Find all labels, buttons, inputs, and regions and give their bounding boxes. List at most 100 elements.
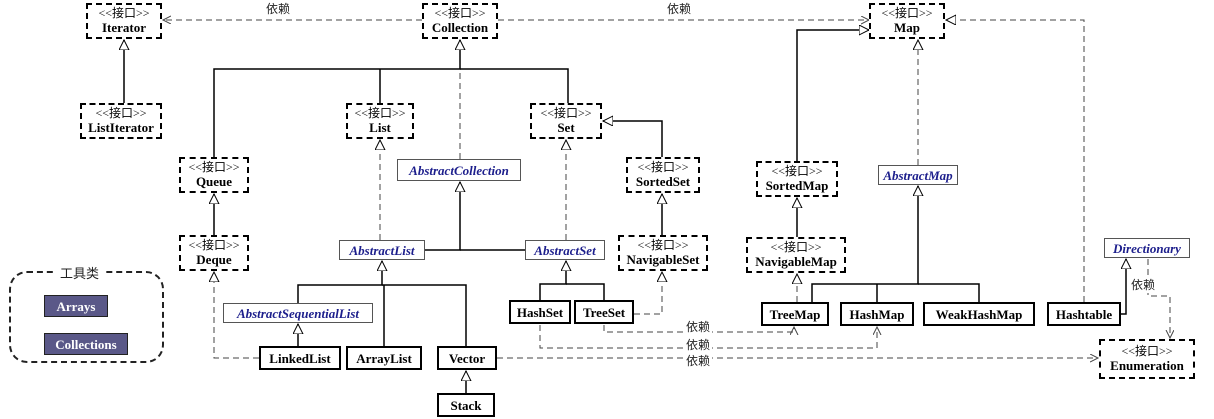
abstract-map-name: AbstractMap: [883, 167, 953, 183]
linked-list-name: LinkedList: [269, 350, 331, 366]
directionary-name: Directionary: [1113, 240, 1181, 256]
navigable-map-stereotype: <<接口>>: [770, 240, 822, 254]
abstract-map-node[interactable]: AbstractMap: [878, 165, 958, 185]
hashtable-to-directionary: [1121, 259, 1126, 315]
linkedlist-implements-deque: [214, 272, 259, 359]
stack-name: Stack: [450, 397, 482, 413]
navigable-map-name: NavigableMap: [755, 254, 837, 269]
hashtable-name: Hashtable: [1055, 306, 1113, 322]
weak-hash-map-node[interactable]: WeakHashMap: [923, 302, 1035, 326]
collections-button[interactable]: Collections: [44, 333, 128, 355]
array-list-node[interactable]: ArrayList: [346, 346, 422, 370]
navigable-set-node[interactable]: <<接口>> NavigableSet: [618, 235, 708, 271]
treemap-to-abstractmap: [811, 186, 918, 302]
vector-to-abstractlist: [382, 284, 467, 346]
arrays-label: Arrays: [56, 298, 96, 314]
queue-name: Queue: [195, 174, 233, 189]
abstract-collection-name: AbstractCollection: [409, 162, 509, 178]
directionary-node[interactable]: Directionary: [1104, 238, 1190, 258]
queue-to-collection: [213, 40, 460, 157]
sorted-map-stereotype: <<接口>>: [771, 164, 823, 178]
list-iterator-stereotype: <<接口>>: [95, 106, 147, 120]
sorted-map-node[interactable]: <<接口>> SortedMap: [756, 161, 838, 197]
enumeration-name: Enumeration: [1110, 358, 1184, 373]
dep-label-hashset: 依赖: [684, 336, 713, 353]
linked-list-node[interactable]: LinkedList: [259, 346, 341, 370]
list-name: List: [369, 120, 391, 135]
list-stereotype: <<接口>>: [354, 106, 406, 120]
dep-label-iterator: 依赖: [264, 0, 293, 17]
abstractlist-to-abstractcollection: [425, 182, 460, 251]
stack-node[interactable]: Stack: [437, 393, 495, 417]
collection-node[interactable]: <<接口>> Collection: [422, 3, 498, 39]
abstract-collection-node[interactable]: AbstractCollection: [397, 159, 521, 181]
tree-map-name: TreeMap: [769, 306, 821, 322]
abstractsequentiallist-to-abstractlist: [297, 261, 382, 303]
tools-group-title: 工具类: [54, 263, 106, 282]
set-to-collection: [460, 68, 569, 103]
hash-set-name: HashSet: [516, 304, 564, 320]
abstract-list-name: AbstractList: [349, 242, 415, 258]
hash-set-node[interactable]: HashSet: [509, 300, 571, 324]
dep-label-map: 依赖: [665, 0, 694, 17]
array-list-name: ArrayList: [356, 350, 412, 366]
dep-label-vector: 依赖: [684, 352, 713, 369]
collection-stereotype: <<接口>>: [434, 6, 486, 20]
iterator-node[interactable]: <<接口>> Iterator: [86, 3, 162, 39]
abstract-set-name: AbstractSet: [534, 242, 596, 258]
sorted-map-name: SortedMap: [765, 178, 829, 193]
map-name: Map: [894, 20, 920, 35]
deque-stereotype: <<接口>>: [188, 238, 240, 252]
set-stereotype: <<接口>>: [540, 106, 592, 120]
collection-name: Collection: [431, 20, 489, 35]
navigable-set-stereotype: <<接口>>: [637, 238, 689, 252]
map-node[interactable]: <<接口>> Map: [869, 3, 945, 39]
hashtable-node[interactable]: Hashtable: [1047, 302, 1121, 326]
sortedmap-to-map: [796, 30, 869, 161]
sortedset-to-set: [603, 121, 663, 157]
tree-set-node[interactable]: TreeSet: [574, 300, 634, 324]
map-stereotype: <<接口>>: [881, 6, 933, 20]
iterator-stereotype: <<接口>>: [98, 6, 150, 20]
hashtable-implements-map: [946, 20, 1085, 302]
abstract-sequential-list-node[interactable]: AbstractSequentialList: [223, 303, 373, 323]
queue-node[interactable]: <<接口>> Queue: [179, 157, 249, 193]
sorted-set-node[interactable]: <<接口>> SortedSet: [626, 157, 700, 193]
navigable-map-node[interactable]: <<接口>> NavigableMap: [746, 237, 846, 273]
weak-hash-map-name: WeakHashMap: [935, 306, 1023, 322]
deque-name: Deque: [196, 252, 232, 267]
abstract-set-node[interactable]: AbstractSet: [525, 240, 605, 260]
dep-label-hashtable: 依赖: [1129, 276, 1158, 293]
weakhashmap-to-abstractmap: [918, 283, 980, 302]
queue-stereotype: <<接口>>: [188, 160, 240, 174]
tree-set-name: TreeSet: [582, 304, 626, 320]
vector-node[interactable]: Vector: [437, 346, 497, 370]
abstract-sequential-list-name: AbstractSequentialList: [236, 305, 360, 321]
hash-map-node[interactable]: HashMap: [840, 302, 914, 326]
list-iterator-name: ListIterator: [88, 120, 154, 135]
deque-node[interactable]: <<接口>> Deque: [179, 235, 249, 271]
set-name: Set: [557, 120, 575, 135]
sorted-set-name: SortedSet: [635, 174, 691, 189]
sorted-set-stereotype: <<接口>>: [637, 160, 689, 174]
hash-map-name: HashMap: [849, 306, 905, 322]
enumeration-node[interactable]: <<接口>> Enumeration: [1099, 339, 1195, 379]
hashset-to-abstractset: [539, 261, 566, 300]
collections-label: Collections: [55, 336, 117, 352]
dep-label-treeset: 依赖: [684, 318, 713, 335]
enumeration-stereotype: <<接口>>: [1121, 344, 1173, 358]
treeset-to-abstractset: [566, 283, 605, 300]
iterator-name: Iterator: [101, 20, 147, 35]
tree-map-node[interactable]: TreeMap: [761, 302, 829, 326]
list-node[interactable]: <<接口>> List: [346, 103, 414, 139]
arrays-button[interactable]: Arrays: [44, 295, 108, 317]
treeset-implements-navigableset: [634, 272, 662, 315]
set-node[interactable]: <<接口>> Set: [530, 103, 602, 139]
list-iterator-node[interactable]: <<接口>> ListIterator: [80, 103, 162, 139]
vector-name: Vector: [448, 350, 486, 366]
hashtable-depends-enumeration: [1147, 259, 1170, 338]
navigable-set-name: NavigableSet: [626, 252, 700, 267]
abstract-list-node[interactable]: AbstractList: [339, 240, 425, 260]
